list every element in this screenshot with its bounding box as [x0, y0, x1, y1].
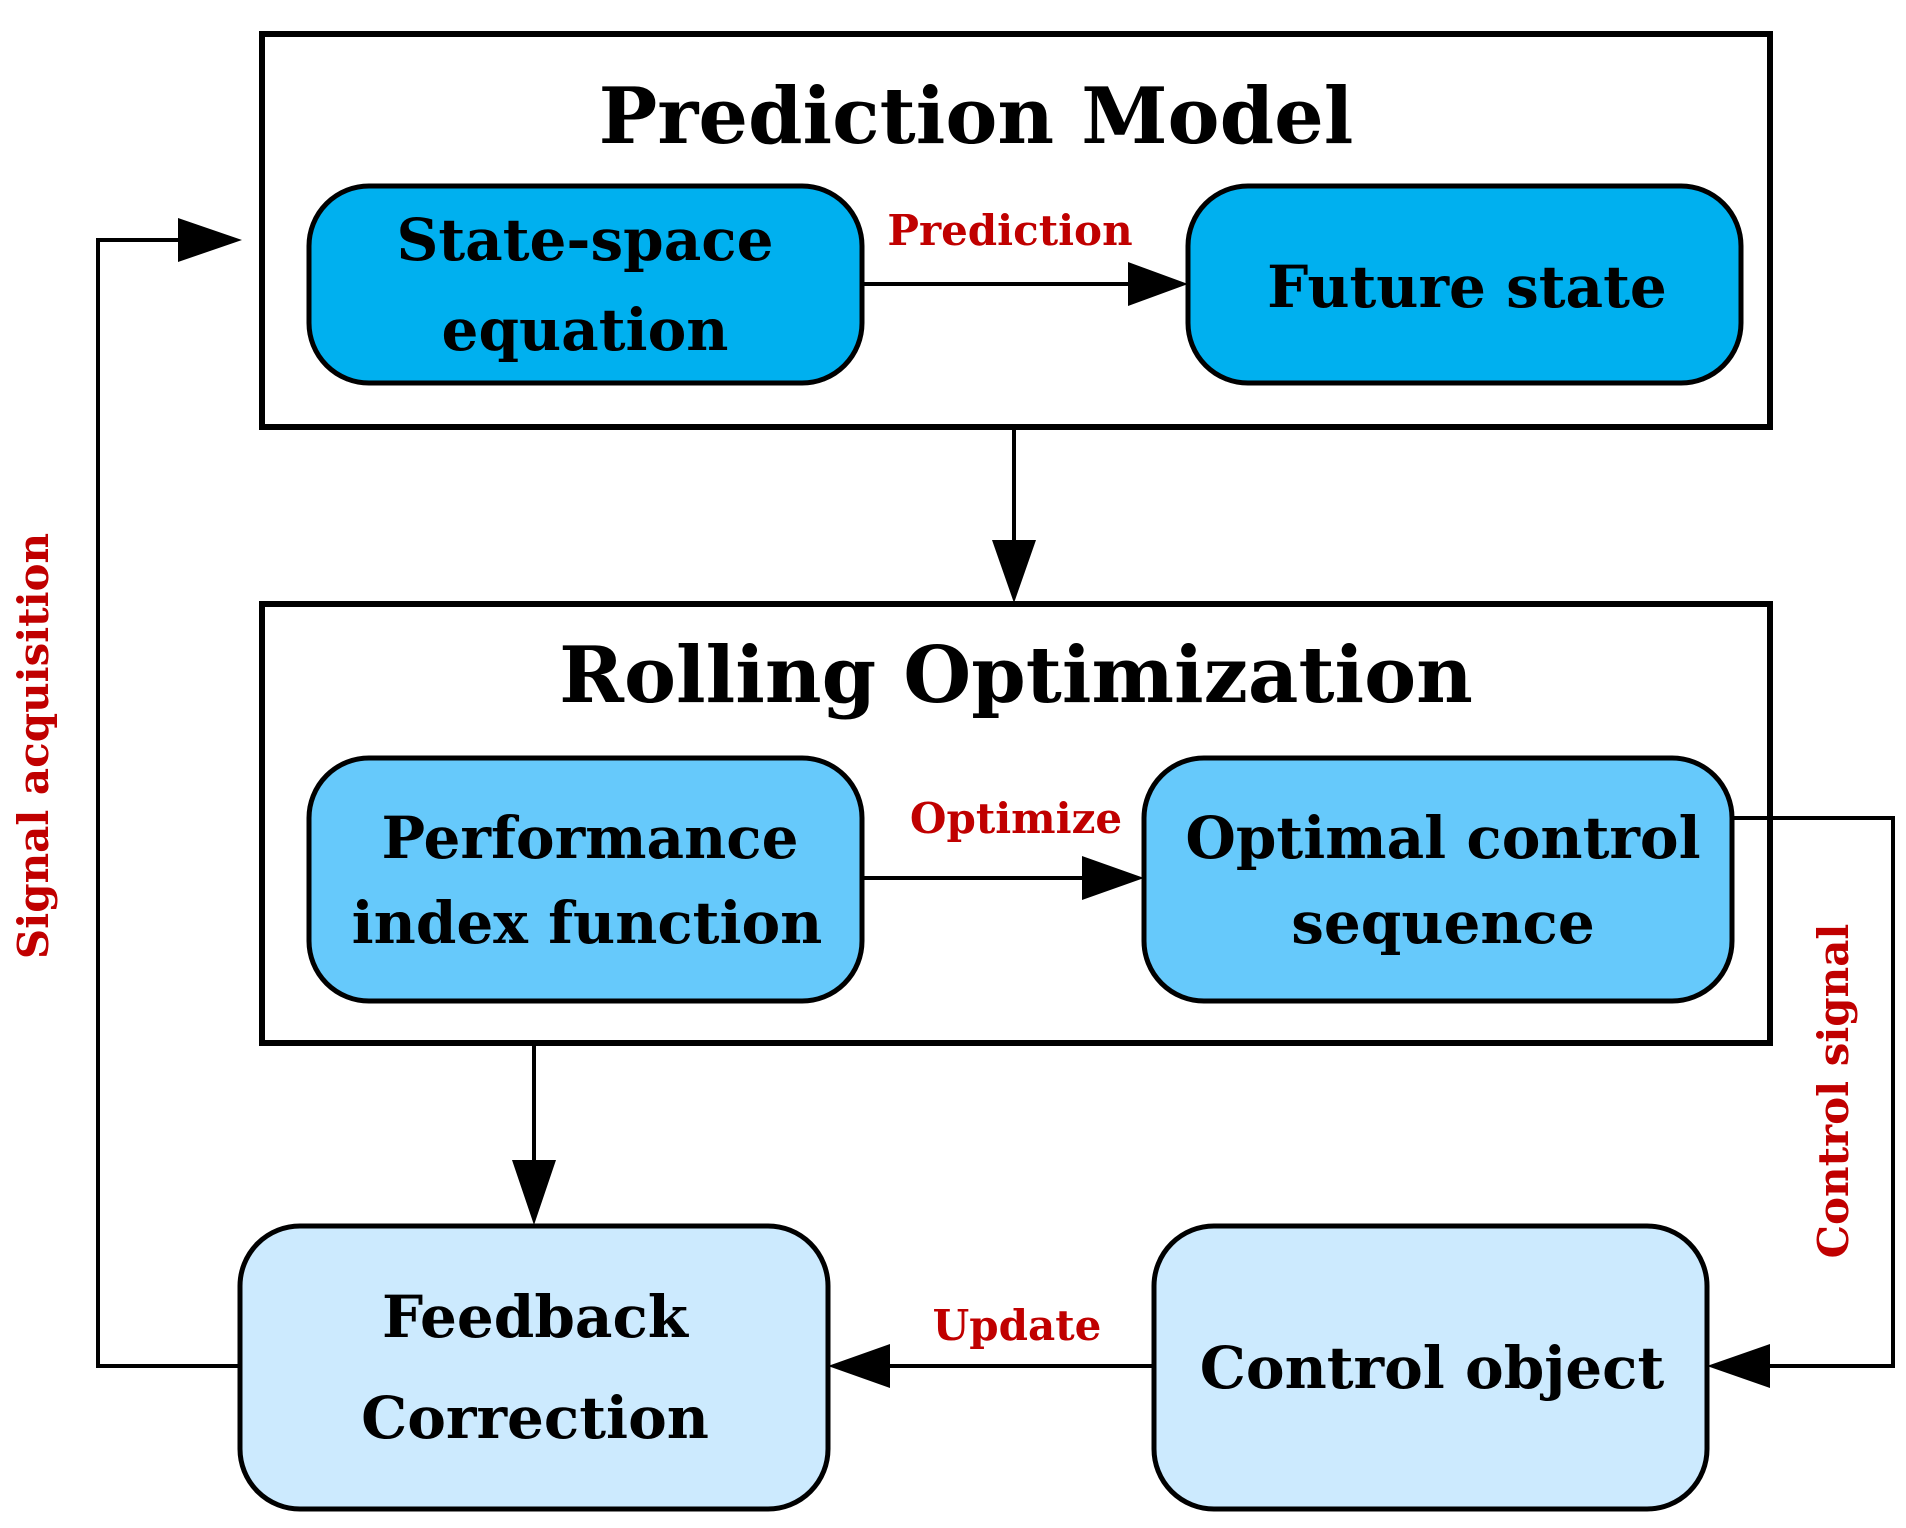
control-signal-line — [1732, 816, 1895, 1368]
prediction-arrow-head — [1128, 262, 1188, 306]
update-arrow-head — [828, 1344, 890, 1388]
signal-acquisition-label: Signal acquisition — [9, 533, 58, 959]
signal-acquisition-line — [96, 238, 240, 1368]
prediction-edge-label: Prediction — [887, 206, 1132, 255]
signal-acquisition-arrow-head — [178, 218, 242, 262]
optimal-control-sequence-label: Optimal control — [1185, 804, 1700, 872]
state-space-equation-label: State-space — [396, 206, 773, 274]
performance-index-function-node — [306, 755, 865, 1004]
control-object-label: Control object — [1200, 1334, 1665, 1402]
optimization-to-feedback-head — [512, 1160, 556, 1225]
optimal-control-sequence-node — [1141, 755, 1735, 1004]
future-state-label: Future state — [1267, 253, 1667, 321]
state-space-equation-label-line2: equation — [442, 296, 729, 364]
future-state-node — [1185, 183, 1744, 386]
optimal-control-sequence-label-line2: sequence — [1291, 889, 1595, 957]
model-to-optimization-head — [992, 540, 1036, 603]
control-signal-arrow-head — [1707, 1344, 1770, 1388]
feedback-correction-node — [237, 1223, 831, 1512]
prediction-model-title: Prediction Model — [599, 71, 1354, 162]
feedback-correction-label: Feedback — [382, 1283, 690, 1351]
performance-index-function-label-line2: index function — [352, 889, 823, 957]
optimize-arrow-head — [1082, 856, 1144, 900]
rolling-optimization-title: Rolling Optimization — [559, 630, 1473, 721]
update-edge-label: Update — [933, 1301, 1102, 1350]
feedback-correction-label-line2: Correction — [361, 1384, 709, 1452]
performance-index-function-label: Performance — [381, 804, 798, 872]
control-signal-label: Control signal — [1809, 924, 1858, 1259]
optimize-edge-label: Optimize — [910, 794, 1122, 843]
